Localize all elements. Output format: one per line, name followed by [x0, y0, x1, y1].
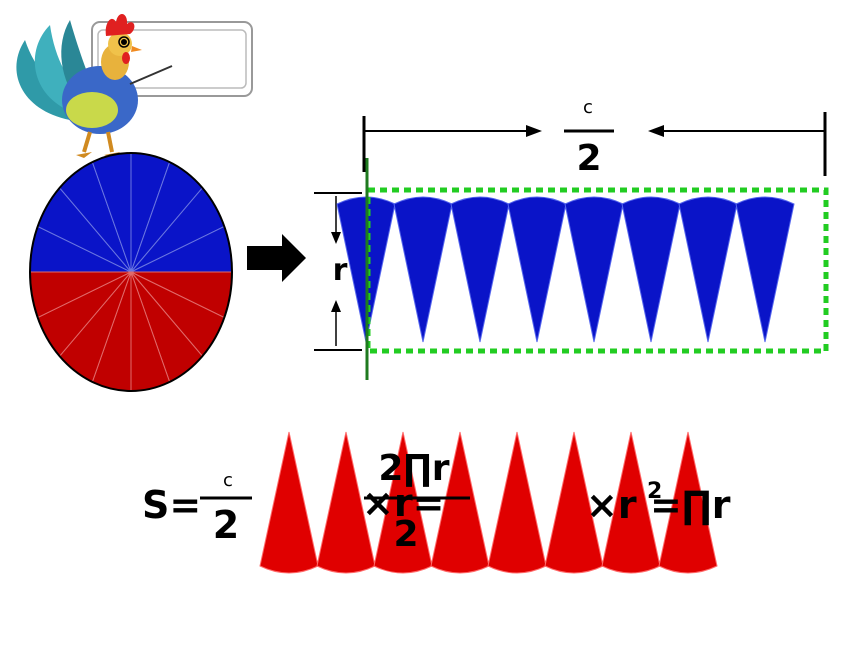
blue-wedge	[507, 196, 567, 343]
formula-times-r: ×r	[586, 483, 637, 527]
circle-outline	[29, 152, 233, 392]
top-dimension: c 2	[362, 97, 827, 179]
top-fraction-denominator: 2	[576, 138, 601, 179]
arrow-right-head	[526, 125, 542, 137]
formula-frac-numerator: 2∏r	[378, 448, 449, 489]
rooster-icon	[16, 13, 173, 158]
red-wedges-row	[259, 431, 718, 574]
formula-c-denominator: 2	[213, 503, 239, 547]
red-wedge	[487, 431, 547, 574]
radius-label: r	[333, 253, 348, 288]
blue-wedge	[393, 196, 453, 343]
blue-wedge	[621, 196, 681, 343]
radius-marker: r	[314, 192, 362, 351]
red-wedge	[658, 431, 718, 574]
blue-wedge	[564, 196, 624, 343]
top-fraction-numerator: c	[583, 97, 593, 118]
formula-frac-denominator: 2	[393, 514, 418, 555]
formula-s-label: S=	[142, 483, 201, 527]
right-arrow-icon	[247, 234, 306, 282]
formula-exponent: 2	[647, 479, 662, 504]
formula-pi-r: =∏r	[650, 483, 731, 527]
blue-wedge	[678, 196, 738, 343]
blue-wedge	[735, 196, 795, 343]
formula-times-r-eq: ×r=	[362, 481, 444, 525]
arrow-left-head	[648, 125, 664, 137]
red-wedge	[259, 431, 319, 574]
sectored-circle	[29, 152, 233, 392]
mascot-board	[91, 21, 253, 97]
rearranged-wedges	[336, 196, 795, 343]
blue-wedge	[450, 196, 510, 343]
formula-c-numerator: c	[223, 470, 233, 491]
area-formula: S= c 2 2∏r 2 ×r= ×r 2 =∏r	[142, 448, 731, 555]
